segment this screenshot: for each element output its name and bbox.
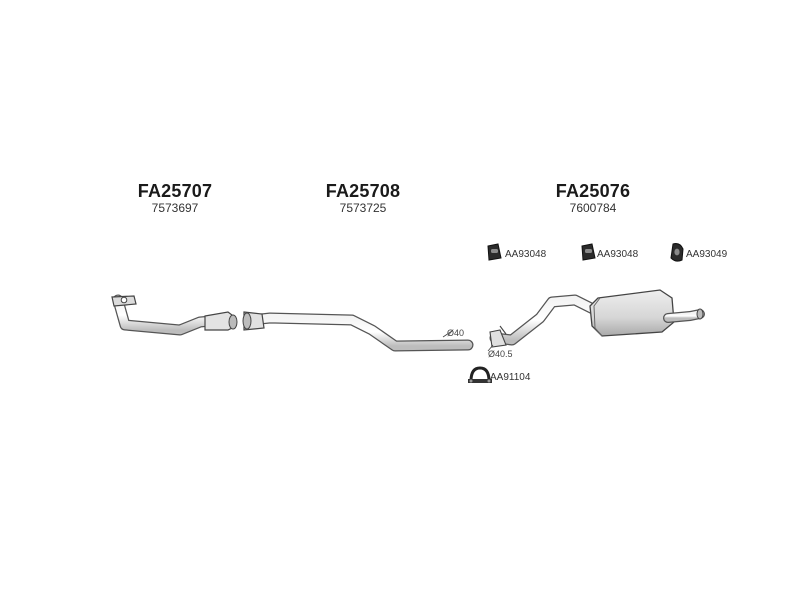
middle-pipe-oe-number: 7573725: [339, 201, 387, 215]
rear-inlet-diameter-label: Ø40.5: [488, 349, 513, 359]
front-pipe-code: FA25707: [137, 181, 213, 201]
front-pipe-drawing: [111, 294, 238, 336]
mount-2-label: AA93048: [597, 249, 639, 260]
front-pipe-oe-number: 7573697: [151, 201, 199, 215]
middle-pipe-code: FA25708: [325, 181, 401, 201]
rear-silencer-oe-number: 7600784: [569, 201, 617, 215]
mount-3-label: AA93049: [686, 249, 728, 260]
silencer-box: [589, 289, 675, 337]
rubber-mount-1-icon: [487, 243, 502, 261]
mount-1-label: AA93048: [505, 249, 547, 260]
middle-pipe-diameter-label: Ø40: [447, 328, 465, 338]
clamp-icon: [468, 366, 492, 383]
clamp-label: AA91104: [490, 372, 531, 383]
rear-silencer-code: FA25076: [555, 181, 631, 201]
rubber-mount-3-icon: [670, 243, 684, 262]
middle-pipe-drawing: [242, 311, 474, 352]
rear-silencer-drawing: [487, 289, 705, 352]
rubber-mount-2-icon: [581, 243, 596, 261]
